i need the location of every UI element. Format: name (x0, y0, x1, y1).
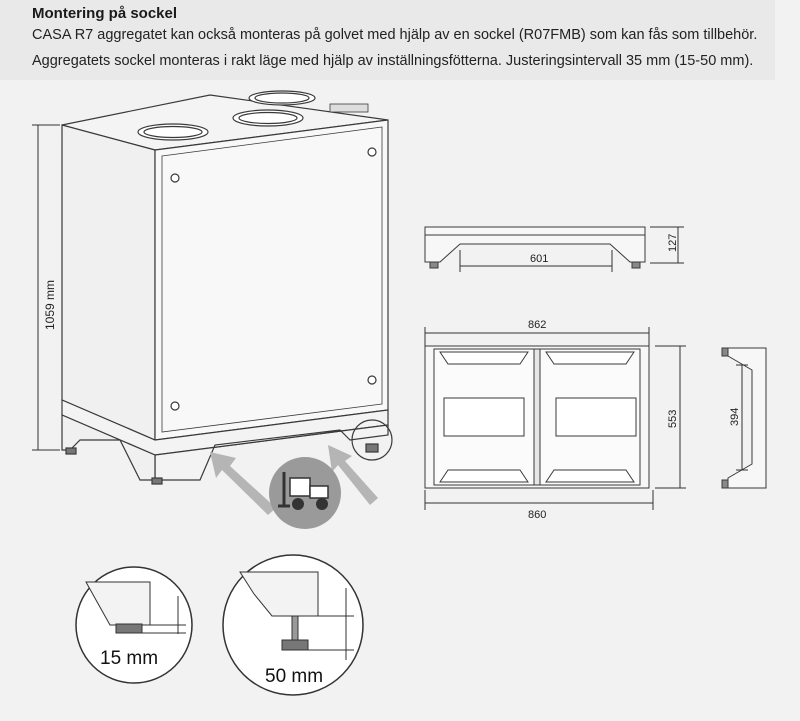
unit-isometric (61, 90, 393, 485)
plinth-end-view (721, 347, 767, 489)
intro-text-1: CASA R7 aggregatet kan också monteras på… (32, 27, 758, 43)
dim-862: 862 (528, 319, 546, 331)
foot-max-label: 50 mm (265, 666, 323, 687)
dim-394: 394 (729, 408, 741, 426)
section-title: Montering på sockel (32, 5, 178, 22)
intro-text-2: Aggregatets sockel monteras i rakt läge … (32, 53, 754, 69)
forklift-icon (269, 457, 341, 529)
height-dimension (32, 124, 60, 451)
height-label: 1059 mm (43, 280, 57, 330)
dim-860: 860 (528, 509, 546, 521)
dim-553: 553 (667, 410, 679, 428)
plinth-top-dims (424, 327, 686, 510)
plinth-side-dims (459, 226, 684, 272)
direction-arrows (210, 445, 378, 515)
dim-127: 127 (667, 234, 679, 252)
header-band: Montering på sockel CASA R7 aggregatet k… (0, 0, 775, 80)
foot-detail-min (75, 566, 193, 684)
foot-min-label: 15 mm (100, 648, 158, 669)
plinth-top-view (424, 345, 650, 489)
foot-detail-max (222, 554, 364, 696)
plinth-side-view (424, 226, 646, 269)
plinth-end-dims (736, 364, 748, 471)
dim-601: 601 (530, 253, 548, 265)
